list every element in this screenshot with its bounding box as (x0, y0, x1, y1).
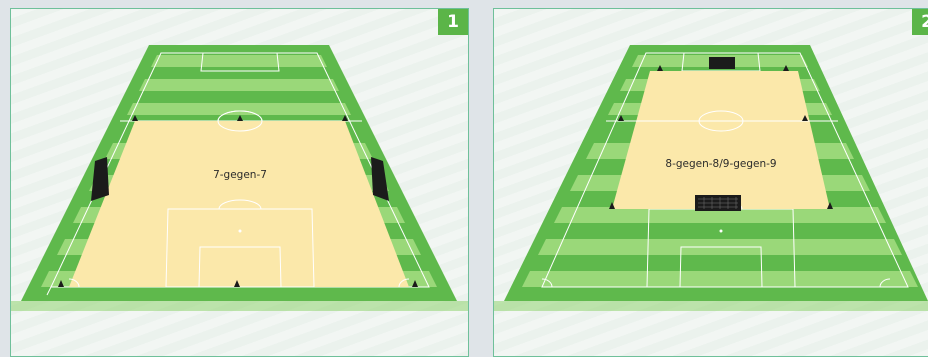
playing-zone-8v8 (612, 71, 830, 209)
diagram-panel-2: 2 (493, 8, 928, 357)
diagram-panel-1: 1 (10, 8, 469, 357)
game-format-label: 8-gegen-8/9-gegen-9 (665, 158, 776, 170)
game-format-label: 7-gegen-7 (213, 169, 267, 181)
goal-top-icon (709, 57, 735, 69)
pitch-diagram-1 (11, 9, 468, 356)
pitch-diagram-2 (494, 9, 928, 356)
